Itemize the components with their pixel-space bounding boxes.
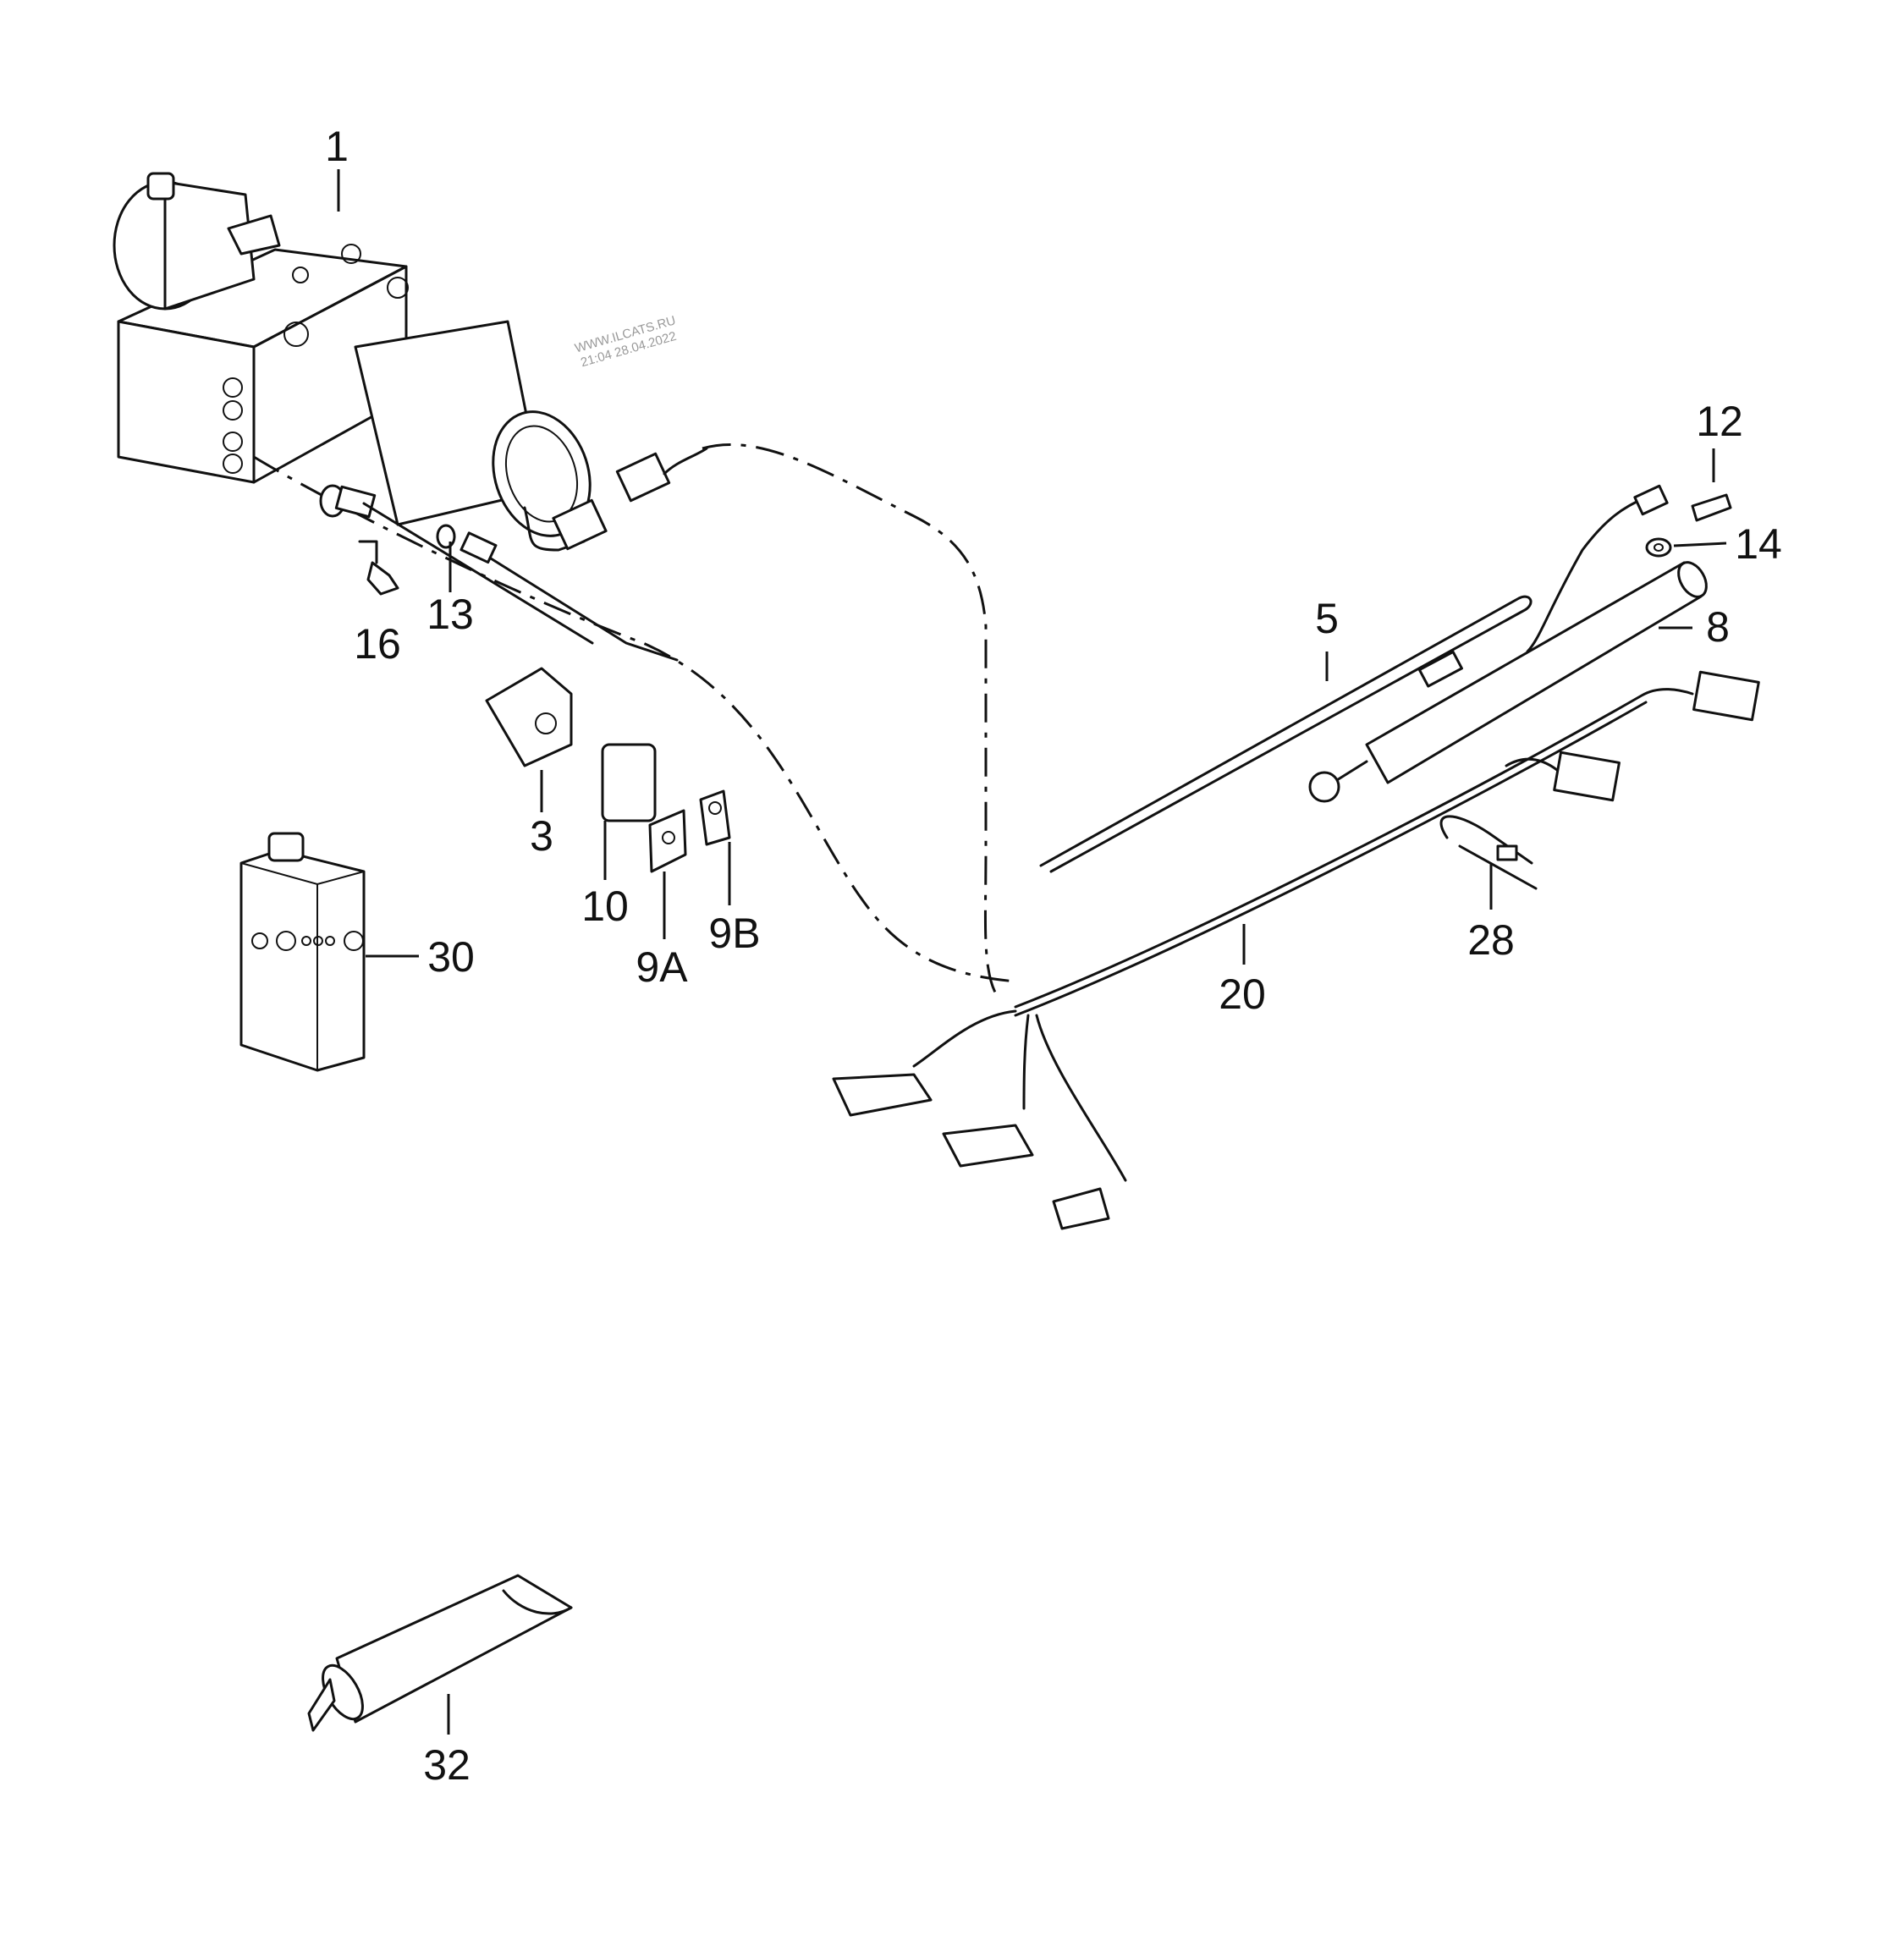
bracket-3[interactable] bbox=[485, 667, 573, 767]
leader-14 bbox=[1673, 542, 1727, 547]
grease-tube-32[interactable] bbox=[307, 1574, 573, 1732]
pad-10[interactable] bbox=[601, 743, 657, 822]
callout-10: 10 bbox=[581, 883, 629, 930]
return-line-dashed bbox=[253, 455, 1016, 983]
hydraulic-cylinder-8[interactable] bbox=[1308, 484, 1712, 803]
hydraulic-pump-unit[interactable] bbox=[113, 172, 708, 552]
callout-28: 28 bbox=[1467, 916, 1515, 964]
hollow-bolt-16[interactable] bbox=[319, 484, 594, 645]
clip-9b[interactable] bbox=[699, 789, 731, 846]
callout-8: 8 bbox=[1706, 603, 1730, 651]
callout-1: 1 bbox=[325, 123, 349, 170]
callout-14: 14 bbox=[1735, 520, 1782, 568]
callout-5: 5 bbox=[1315, 595, 1339, 642]
wiring-harness-20[interactable] bbox=[832, 670, 1760, 1230]
callout-9b: 9B bbox=[708, 910, 760, 957]
hydraulic-line-dashed bbox=[702, 443, 1000, 999]
callout-9a: 9A bbox=[636, 943, 688, 991]
callout-30: 30 bbox=[427, 933, 475, 981]
callout-13: 13 bbox=[426, 591, 474, 638]
callout-3: 3 bbox=[530, 812, 553, 860]
cable-tie-28[interactable] bbox=[1439, 815, 1538, 890]
cable-5[interactable] bbox=[1039, 595, 1533, 873]
callout-20: 20 bbox=[1219, 971, 1266, 1018]
callout-32: 32 bbox=[423, 1741, 470, 1789]
callout-12: 12 bbox=[1696, 398, 1743, 445]
watermark: WWW.ILCATS.RU 21:04 28.04.2022 bbox=[573, 313, 678, 370]
washer-14[interactable] bbox=[1645, 537, 1672, 558]
clip-12[interactable] bbox=[1691, 493, 1732, 522]
fluid-can-30[interactable] bbox=[239, 832, 366, 1072]
clip-9a[interactable] bbox=[648, 809, 687, 873]
callout-16: 16 bbox=[354, 620, 401, 668]
